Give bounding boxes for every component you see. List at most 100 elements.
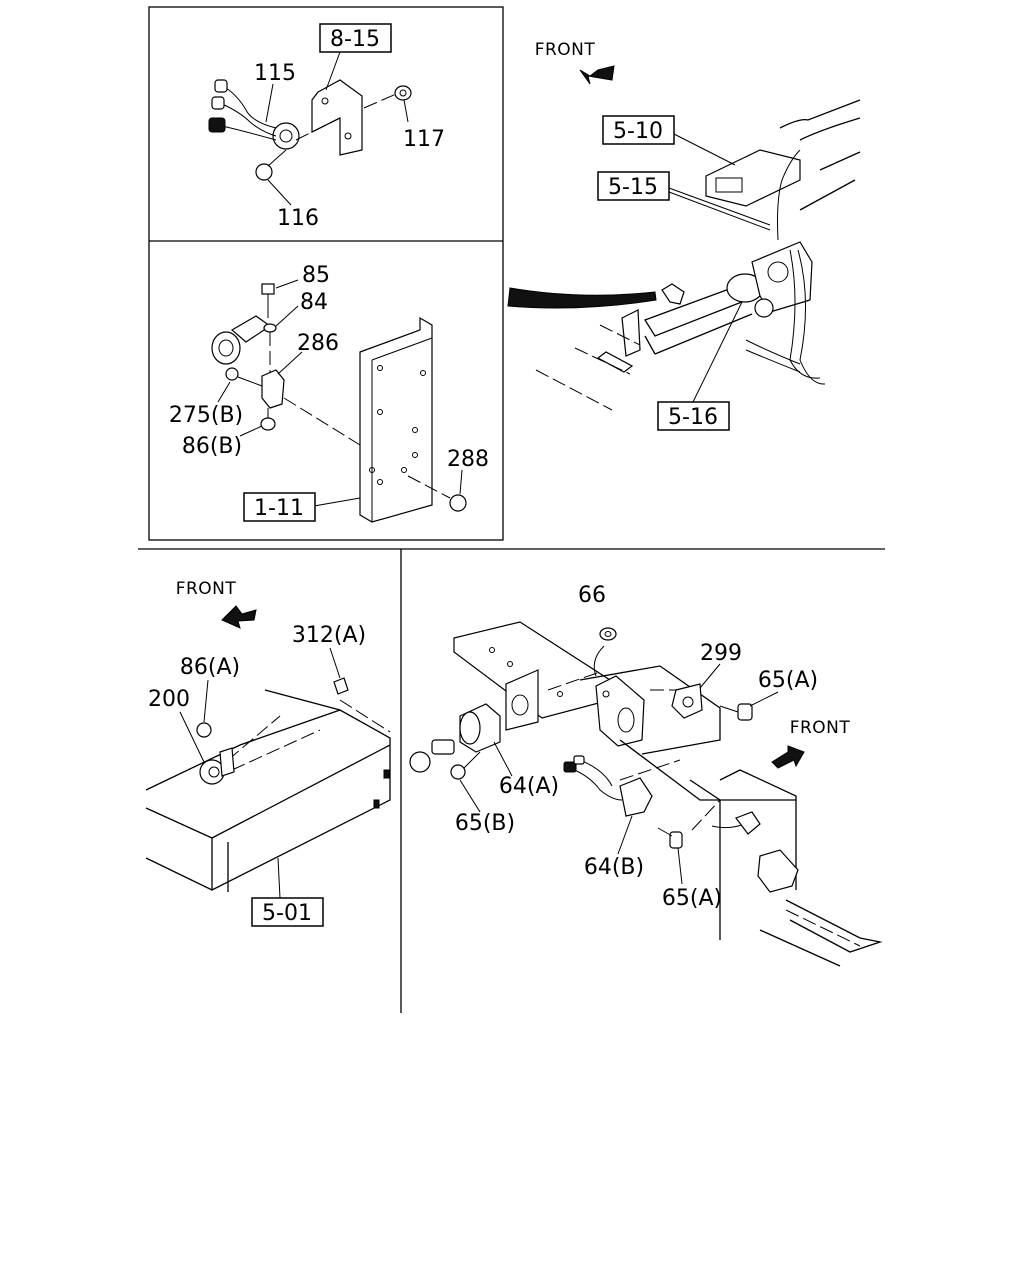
nut-288 — [449, 494, 467, 512]
ref-box-5-01 — [251, 897, 324, 927]
cover-299 — [671, 683, 703, 719]
frame-line — [799, 179, 856, 211]
switch-body — [272, 122, 300, 150]
ref-box-1-11 — [243, 492, 316, 522]
frame-line — [799, 117, 861, 141]
guide — [231, 729, 321, 771]
connector — [214, 79, 228, 93]
leader — [668, 187, 771, 226]
bolt-116 — [255, 163, 273, 181]
ref-8-15: 8-15 — [330, 27, 380, 52]
hole — [401, 467, 407, 473]
panel-top-right: FRONT 5-10 — [507, 40, 861, 431]
bolt-shaft — [719, 705, 739, 713]
hole — [412, 452, 418, 458]
bushing-hole — [208, 766, 220, 778]
part-200: 200 — [148, 687, 190, 712]
plate — [505, 669, 539, 731]
guide — [295, 117, 341, 141]
frame-detail — [373, 799, 380, 809]
leader — [277, 351, 303, 375]
panel-1-11: 85 84 286 275(B) 86(B) 288 1-11 — [169, 263, 489, 523]
leader — [593, 645, 605, 677]
panel-5-01: FRONT 312(A) 86(A) 200 5-01 — [145, 579, 391, 927]
leader — [617, 815, 633, 855]
panel-8-15: 8-15 115 116 117 — [208, 23, 445, 231]
washer-hole — [604, 631, 612, 637]
guide — [785, 909, 861, 947]
cover-hole — [682, 696, 694, 708]
hole — [420, 370, 426, 376]
leader — [677, 847, 683, 885]
bolt-shaft — [267, 149, 287, 167]
leader — [277, 857, 281, 899]
guide — [339, 699, 391, 733]
hole — [321, 97, 329, 105]
guide — [363, 93, 397, 109]
component-face — [715, 177, 743, 193]
guide — [227, 715, 281, 761]
leader — [217, 381, 231, 403]
hole — [507, 661, 513, 667]
bolt-65b — [450, 764, 466, 780]
hole — [557, 691, 563, 697]
frame-edge — [211, 744, 391, 839]
leader — [459, 469, 463, 495]
part-64b: 64(B) — [584, 855, 644, 880]
mount-bracket — [595, 675, 645, 747]
bracket-8-15 — [311, 79, 363, 156]
front-label-bottom-right: FRONT — [790, 718, 851, 738]
wire — [711, 823, 745, 829]
frame-rail — [785, 899, 883, 953]
part-86b: 86(B) — [182, 434, 242, 459]
leader — [493, 741, 513, 777]
leader — [403, 99, 409, 123]
plug-cap — [409, 751, 431, 773]
frame-detail — [383, 769, 390, 779]
valve-outlet — [754, 298, 774, 318]
wire — [777, 149, 801, 241]
bolt-65a-upper — [737, 703, 753, 721]
harness-clip — [735, 811, 761, 835]
leader — [325, 51, 341, 91]
part-65b: 65(B) — [455, 811, 515, 836]
hole — [377, 365, 383, 371]
bolt-shaft — [463, 751, 481, 769]
washer-84 — [263, 323, 277, 333]
leader — [239, 425, 263, 437]
wire — [745, 339, 801, 365]
mounting-plate — [621, 309, 641, 357]
leader — [275, 279, 299, 289]
part-117: 117 — [403, 127, 445, 152]
leader — [265, 83, 274, 123]
leader — [275, 305, 299, 327]
switch-center — [218, 339, 234, 357]
wire-terminal — [563, 761, 577, 773]
rotary-switch — [211, 331, 241, 365]
frame-outline — [619, 739, 720, 801]
part-115: 115 — [254, 61, 296, 86]
part-66: 66 — [578, 583, 606, 608]
guide — [599, 324, 641, 346]
wire — [569, 767, 623, 801]
wire-terminal — [573, 755, 585, 765]
junction-block — [757, 849, 799, 893]
wire — [797, 249, 826, 385]
part-65a-lower: 65(A) — [662, 886, 722, 911]
bolt-shaft — [237, 376, 263, 387]
guide — [547, 671, 601, 691]
ref-5-10: 5-10 — [613, 119, 663, 144]
leader — [329, 647, 341, 679]
valve-port — [767, 261, 789, 283]
hole — [412, 427, 418, 433]
front-label-top: FRONT — [535, 40, 596, 60]
valve-housing — [751, 241, 813, 313]
hole — [369, 467, 375, 473]
hole — [602, 690, 610, 698]
frame-edge — [145, 857, 213, 891]
front-arrow-icon — [221, 605, 257, 629]
callout-pointer — [507, 287, 657, 309]
wire — [745, 349, 801, 373]
bracket-1-11 — [359, 316, 433, 523]
